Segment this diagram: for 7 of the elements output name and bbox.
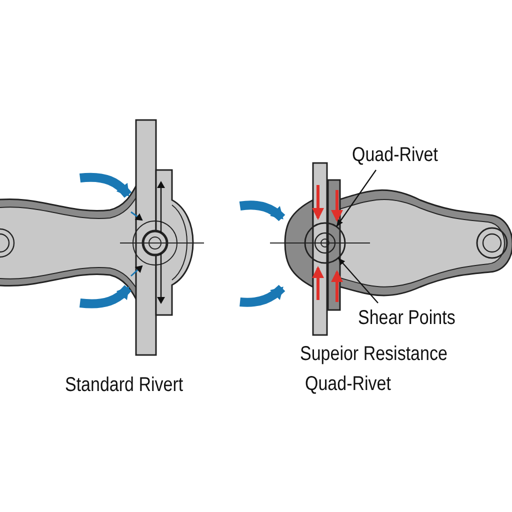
- caption-label: Standard Rivert: [65, 374, 184, 397]
- rivet-ring: [304, 222, 346, 264]
- leader-line: [336, 170, 376, 227]
- caption-label: Quad-Rivet: [305, 373, 391, 396]
- callout-label: Shear Points: [358, 307, 456, 330]
- caption-label: Supeior Resistance: [300, 343, 448, 366]
- callout-label: Quad-Rivet: [352, 144, 438, 167]
